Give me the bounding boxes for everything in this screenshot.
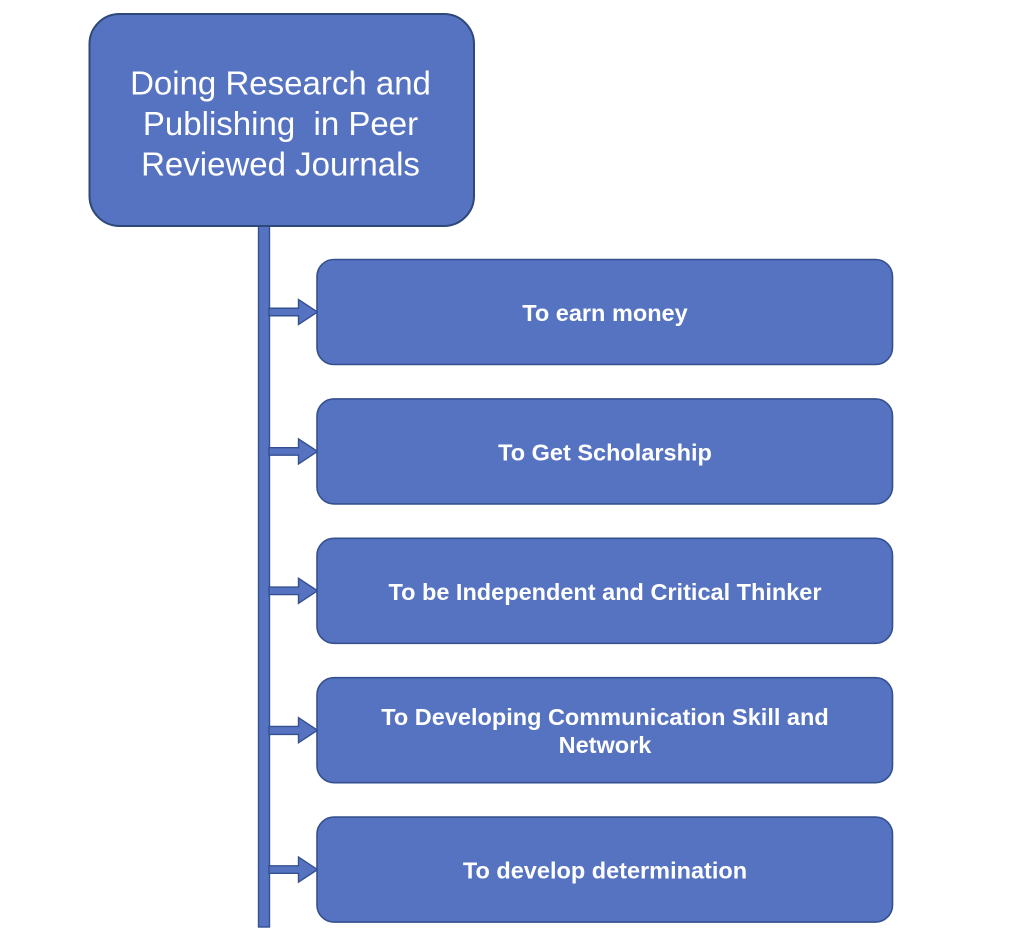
svg-text:To earn money: To earn money — [522, 300, 687, 326]
svg-text:Doing Research and: Doing Research and — [130, 65, 431, 102]
svg-text:To be Independent and Critical: To be Independent and Critical Thinker — [388, 579, 821, 605]
svg-text:To Get Scholarship: To Get Scholarship — [498, 439, 712, 465]
svg-text:Publishing in Peer: Publishing in Peer — [143, 105, 418, 142]
svg-text:Reviewed Journals: Reviewed Journals — [141, 146, 420, 183]
svg-text:Network: Network — [559, 732, 653, 758]
svg-text:To develop determination: To develop determination — [463, 858, 747, 884]
svg-text:To Developing Communication Sk: To Developing Communication Skill and — [381, 704, 828, 730]
